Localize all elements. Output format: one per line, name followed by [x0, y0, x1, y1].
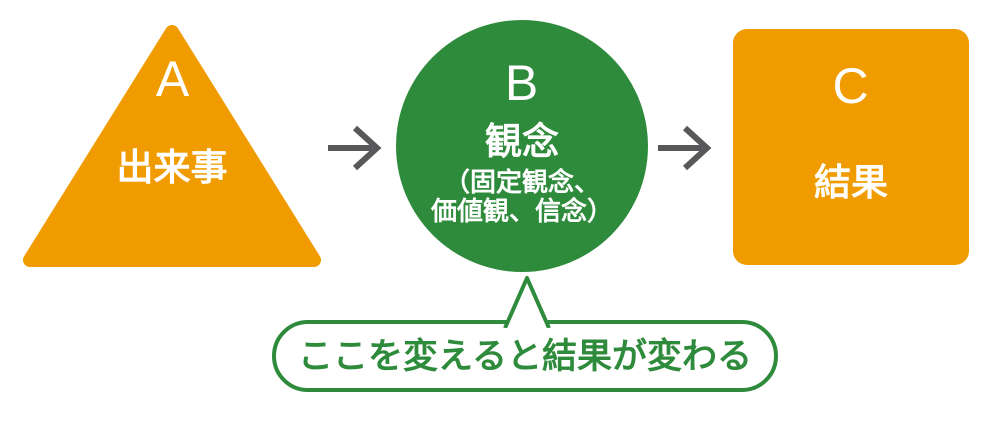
callout-bubble: ここを変えると結果が変わる [272, 320, 778, 392]
callout-text: ここを変えると結果が変わる [298, 336, 752, 376]
node-b-sublabel-line1: （固定観念、 [443, 166, 600, 197]
node-c-label: 結果 [814, 162, 888, 203]
circle-shape-belief: B 観念 （固定観念、 価値観、信念） [396, 20, 648, 272]
callout-tail-pointer [503, 276, 551, 328]
node-c-letter: C [832, 58, 870, 114]
node-a-letter: A [155, 51, 191, 107]
triangle-shape-event [23, 25, 321, 267]
arrow-right-icon [658, 125, 712, 171]
node-b-label: 観念 [485, 120, 559, 162]
node-a-label: 出来事 [116, 147, 228, 188]
node-b-sublabel-line2: 価値観、信念） [430, 196, 613, 226]
node-b-letter: B [504, 54, 540, 111]
arrow-right-icon [328, 125, 382, 171]
square-shape-result: C 結果 [733, 29, 969, 265]
